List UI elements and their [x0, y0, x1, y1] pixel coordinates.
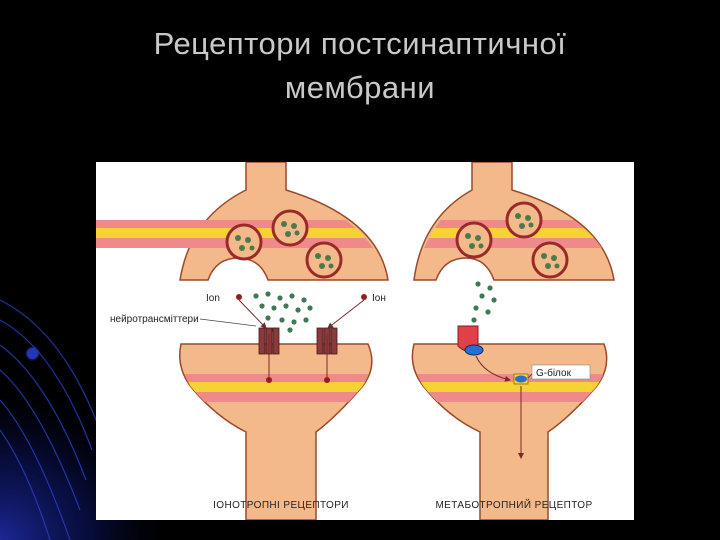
synaptic-vesicle: [531, 241, 569, 279]
metabotropic-caption: МЕТАБОТРОПНИЙ РЕЦЕПТОР: [435, 498, 592, 511]
synaptic-vesicle: [271, 209, 309, 247]
ionotropic-receptor-channel: [316, 327, 338, 383]
g-protein-label-box: [531, 364, 591, 380]
neurotransmitters-label: нейротрансміттери: [110, 314, 199, 325]
synaptic-vesicle: [505, 201, 543, 239]
neurotransmitter-molecules: [253, 291, 313, 333]
g-protein-label: G-білок: [536, 367, 572, 379]
synaptic-vesicle: [225, 223, 263, 261]
slide-title-line-1: Рецептори постсинаптичної: [153, 26, 567, 61]
ion-dot: [361, 294, 367, 300]
ionotropic-receptor-channel: [258, 327, 280, 383]
right-presynaptic-terminal: [413, 162, 615, 281]
left-presynaptic-terminal: [96, 162, 389, 281]
bullet-dot-icon: [27, 348, 38, 359]
synaptic-vesicle: [455, 221, 493, 259]
ionotropic-caption: ІОНОТРОПНІ РЕЦЕПТОРИ: [213, 500, 349, 511]
slide-title-line-2: мембрани: [284, 70, 436, 105]
left-postsynaptic-cell: [179, 343, 373, 520]
right-ion-label: Іон: [372, 293, 386, 304]
ion-dot: [236, 294, 242, 300]
synapse-receptor-diagram: Ion Іон нейротрансміттери: [96, 162, 634, 520]
left-ion-label: Ion: [206, 293, 220, 304]
g-protein: [513, 373, 529, 459]
synaptic-vesicle: [305, 241, 343, 279]
slide-title: Рецептори постсинаптичної мембрани: [0, 22, 720, 110]
metabotropic-receptor: [457, 325, 511, 382]
neurotransmitter-molecules: [471, 281, 497, 323]
